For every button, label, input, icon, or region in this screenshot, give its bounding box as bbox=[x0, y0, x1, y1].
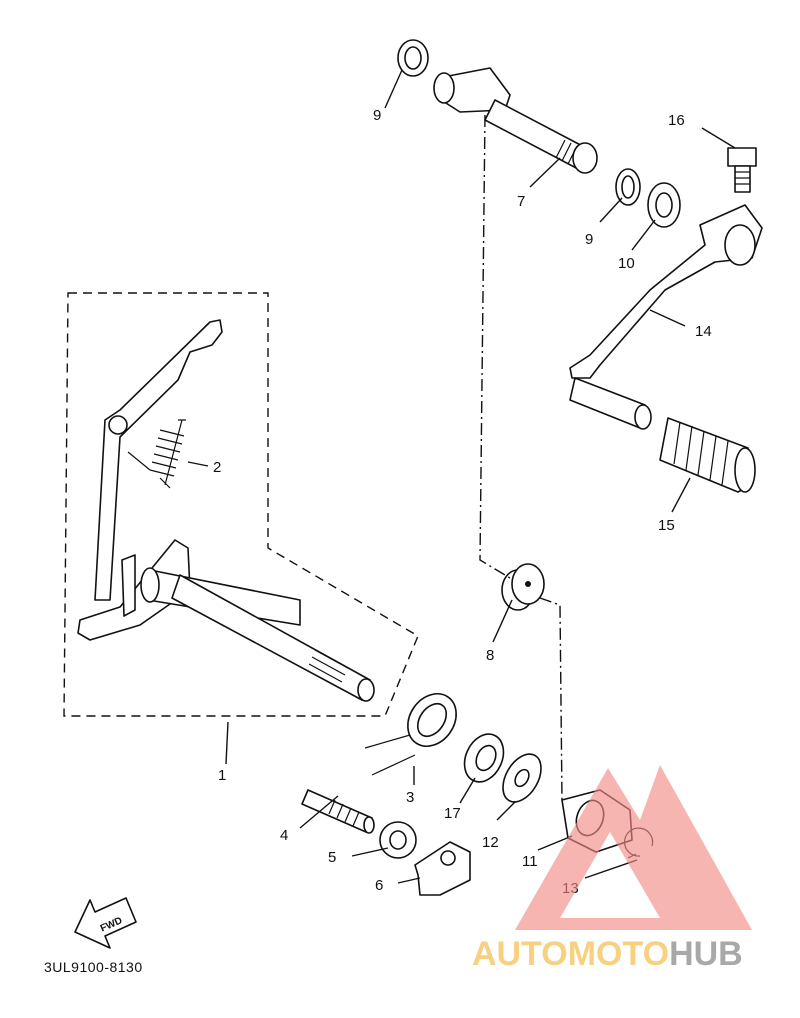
callout-7: 7 bbox=[517, 193, 525, 210]
watermark-text: AUTOMOTOHUB bbox=[472, 935, 743, 973]
assembly-outline bbox=[63, 292, 419, 717]
pedal-rubber-15 bbox=[659, 417, 756, 493]
callout-17: 17 bbox=[444, 805, 461, 822]
watermark-text-a: AUTOMOTO bbox=[472, 935, 669, 973]
torsion-spring bbox=[364, 693, 457, 776]
callout-9-right: 9 bbox=[585, 231, 593, 248]
bolt-16 bbox=[727, 147, 757, 193]
callout-2: 2 bbox=[213, 459, 221, 476]
callout-5: 5 bbox=[328, 849, 336, 866]
callout-4: 4 bbox=[280, 827, 288, 844]
return-spring bbox=[127, 419, 186, 489]
alignment-line bbox=[479, 114, 563, 801]
callout-9-top: 9 bbox=[373, 107, 381, 124]
callout-1: 1 bbox=[218, 767, 226, 784]
watermark: AUTOMOTOHUB bbox=[472, 765, 752, 973]
washer-9-right bbox=[615, 168, 641, 206]
callout-3: 3 bbox=[406, 789, 414, 806]
stopper-pin bbox=[301, 789, 375, 834]
leader-lines bbox=[187, 69, 736, 884]
watermark-text-b: HUB bbox=[669, 935, 743, 973]
washer-12 bbox=[502, 753, 542, 803]
callout-6: 6 bbox=[375, 877, 383, 894]
hex-nut bbox=[379, 821, 417, 859]
oil-seal-17 bbox=[463, 733, 505, 783]
part-code: 3UL9100-8130 bbox=[44, 959, 143, 975]
shift-rod-7 bbox=[433, 67, 598, 174]
callout-8: 8 bbox=[486, 647, 494, 664]
washer-9-top bbox=[397, 39, 429, 77]
stopper-lever bbox=[414, 841, 471, 896]
callout-10: 10 bbox=[618, 255, 635, 272]
callout-11: 11 bbox=[522, 853, 538, 870]
forward-arrow-icon: FWD bbox=[74, 897, 137, 949]
callout-labels: 1 2 3 4 5 6 7 8 9 9 10 11 12 13 14 15 16… bbox=[213, 107, 712, 897]
watermark-triangle-icon bbox=[515, 765, 752, 930]
callout-16: 16 bbox=[668, 112, 685, 129]
shift-shaft-assembly bbox=[77, 319, 375, 702]
oil-seal-10 bbox=[647, 182, 681, 228]
callout-14: 14 bbox=[695, 323, 712, 340]
callout-15: 15 bbox=[658, 517, 675, 534]
callout-12: 12 bbox=[482, 834, 499, 851]
bushing-8 bbox=[501, 563, 545, 611]
shift-pedal-14 bbox=[569, 204, 763, 430]
